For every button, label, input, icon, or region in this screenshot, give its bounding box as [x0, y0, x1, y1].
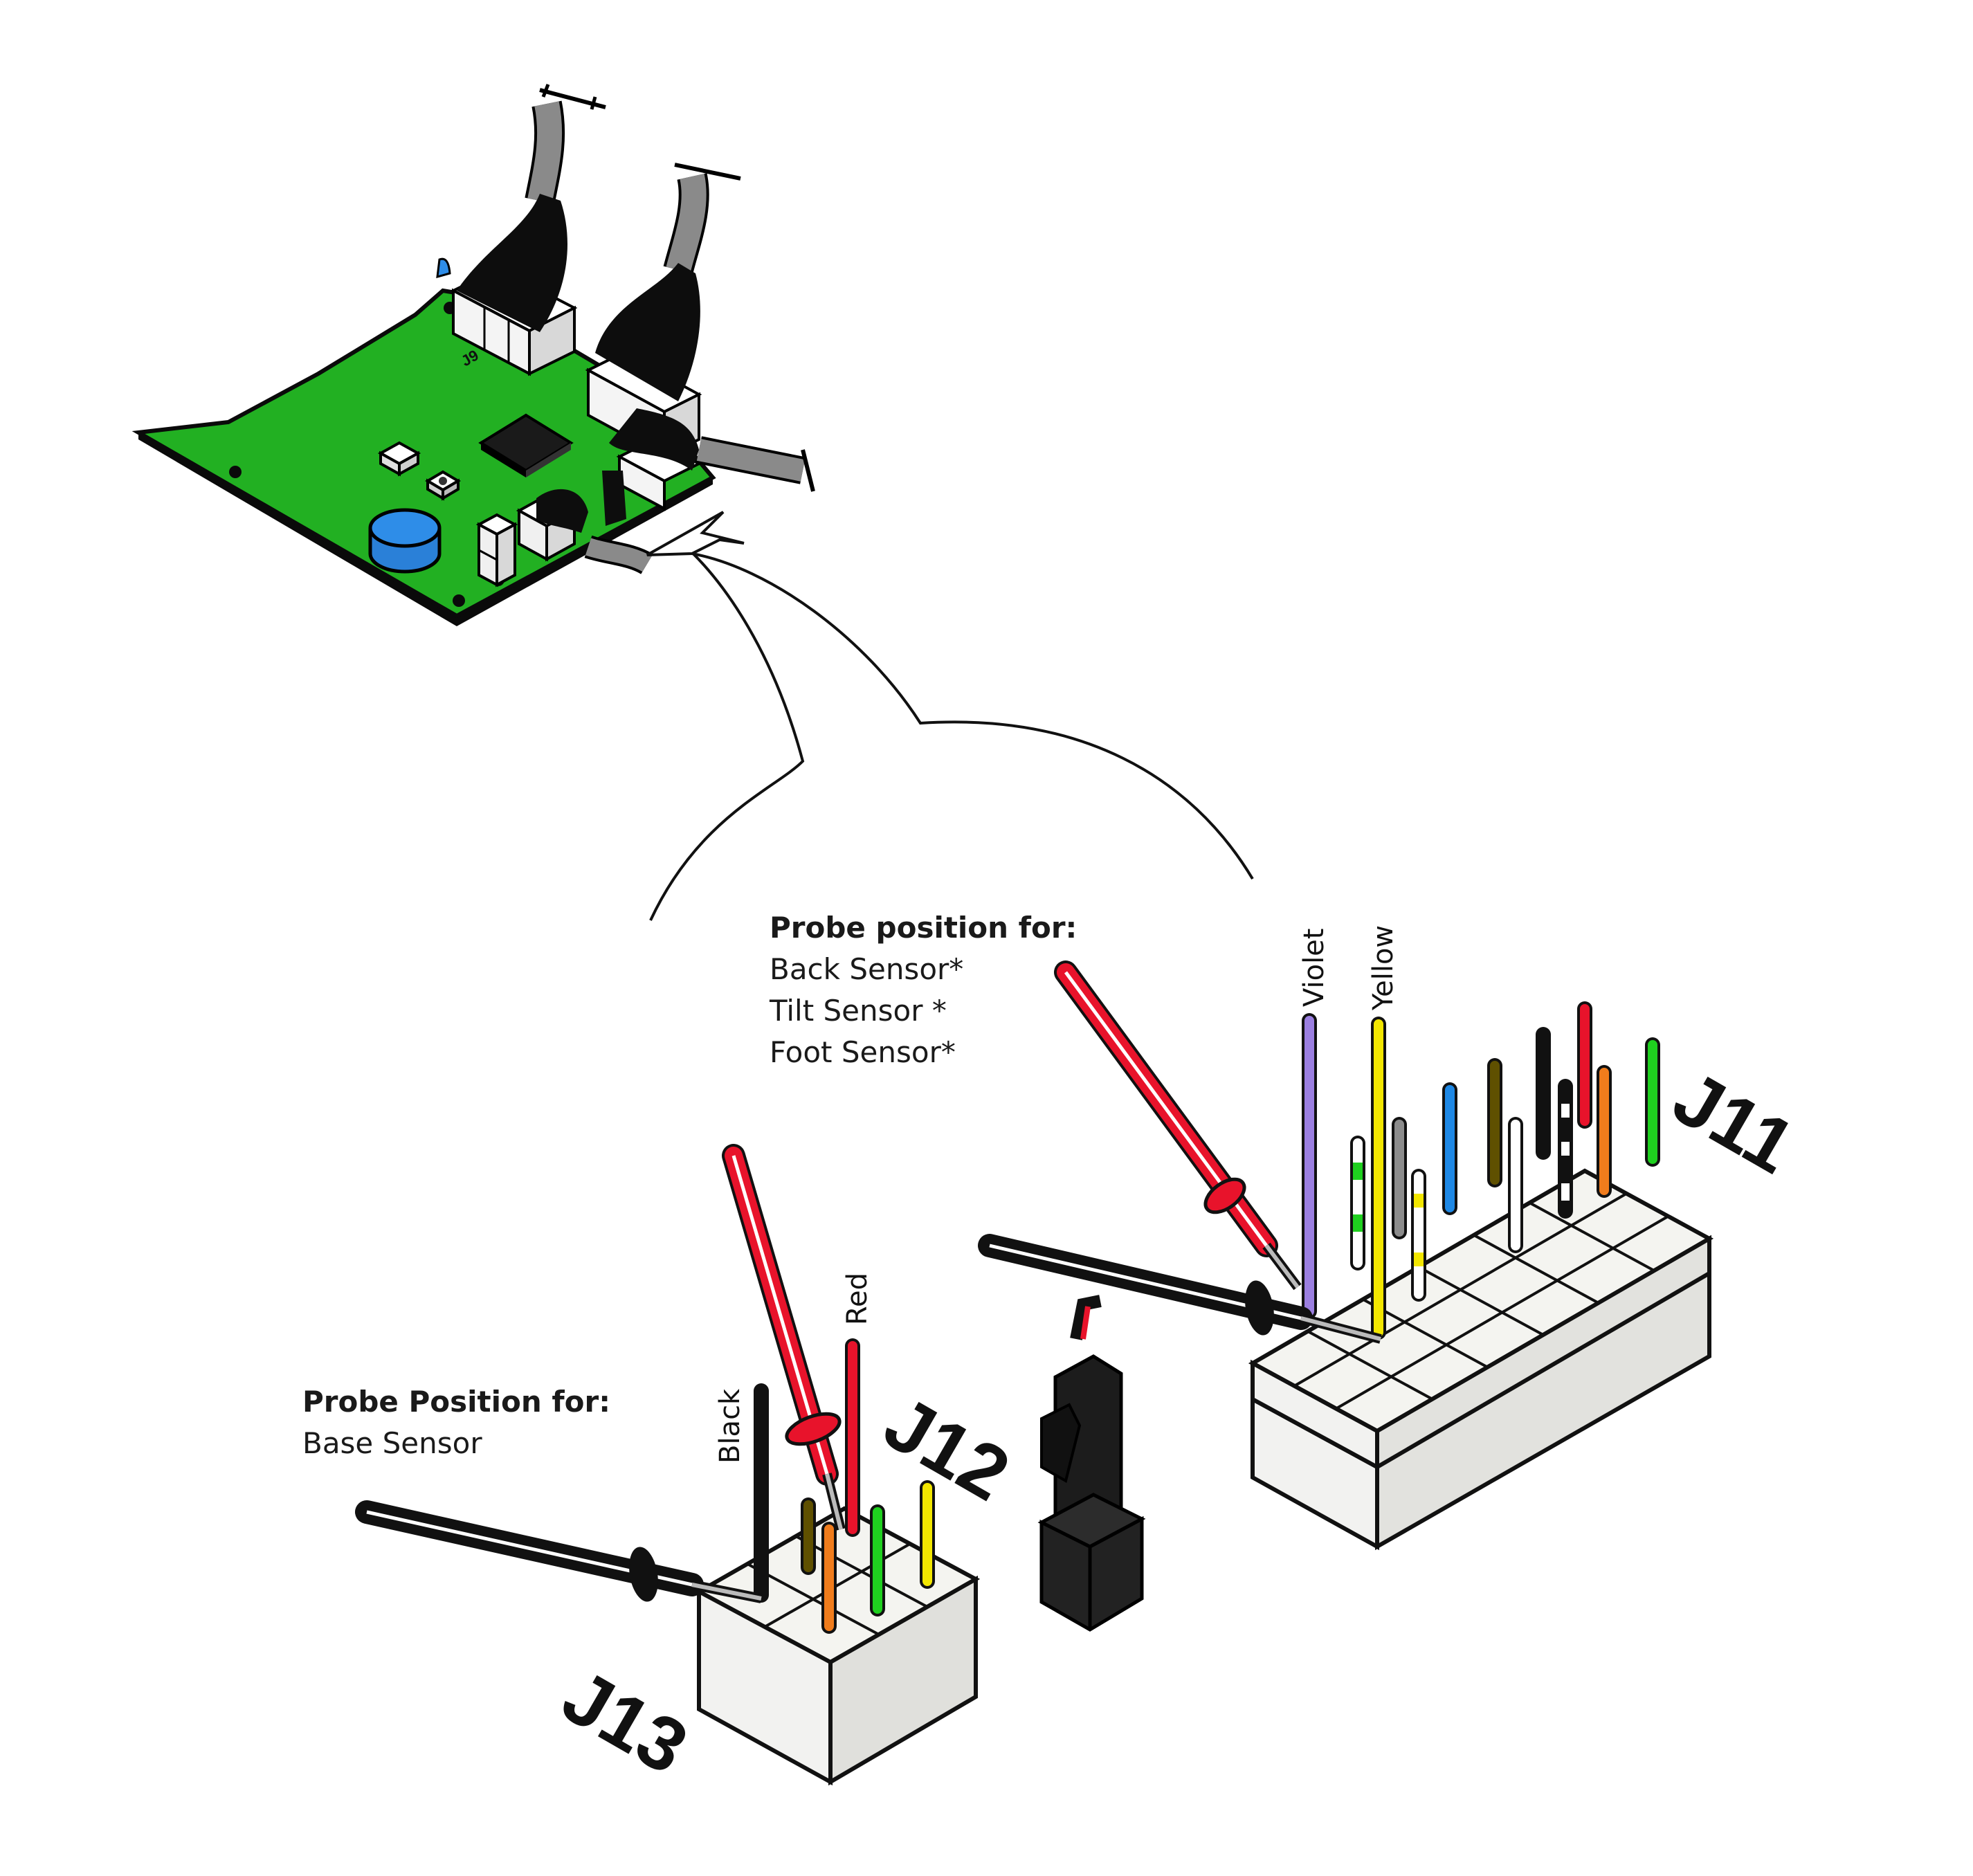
callout-arrow	[646, 511, 1254, 921]
probe-red-j13	[722, 1144, 846, 1531]
probe-label-j11-line-3: Foot Sensor*	[770, 1035, 956, 1069]
probe-label-j13-line-1: Base Sensor	[302, 1426, 482, 1460]
probe-black-j13	[355, 1500, 763, 1603]
small-component	[377, 441, 421, 477]
ic-chip	[478, 413, 574, 477]
probe-label-j11-title: Probe position for:	[770, 911, 1077, 945]
wire-label-yellow: Yellow	[1367, 925, 1399, 1011]
probe-black-j11	[978, 1234, 1382, 1344]
board-cable-1	[457, 84, 606, 332]
probe-label-j11-line-1: Back Sensor*	[770, 952, 963, 986]
connector-j12	[1037, 1295, 1146, 1632]
probe-label-j13: Probe Position for: Base Sensor	[302, 1385, 610, 1460]
probe-red-j11	[1054, 960, 1302, 1291]
probe-label-j11: Probe position for: Back Sensor* Tilt Se…	[769, 911, 1077, 1069]
board-cable-2	[595, 163, 741, 401]
probe-label-j11-line-2: Tilt Sensor *	[769, 994, 947, 1028]
connector-j11	[1248, 1168, 1714, 1471]
j11-label: J11	[1660, 1055, 1808, 1190]
j13-wires	[754, 1338, 935, 1634]
board-cable-4	[536, 471, 653, 574]
wire-label-black: Black	[714, 1388, 746, 1464]
pcb-board: J9	[131, 84, 815, 626]
switch-component	[425, 470, 461, 501]
wire-label-violet: Violet	[1298, 929, 1330, 1007]
j12-label: J12	[871, 1380, 1023, 1517]
capacitor	[368, 508, 442, 574]
board-cable-3	[609, 408, 815, 492]
j13-label: J13	[549, 1653, 701, 1790]
probe-label-j13-title: Probe Position for:	[302, 1385, 610, 1419]
board-connector-small	[475, 513, 518, 588]
j11-wires	[1302, 1001, 1660, 1340]
wire-label-red: Red	[842, 1273, 873, 1325]
connector-j13	[694, 1506, 981, 1786]
